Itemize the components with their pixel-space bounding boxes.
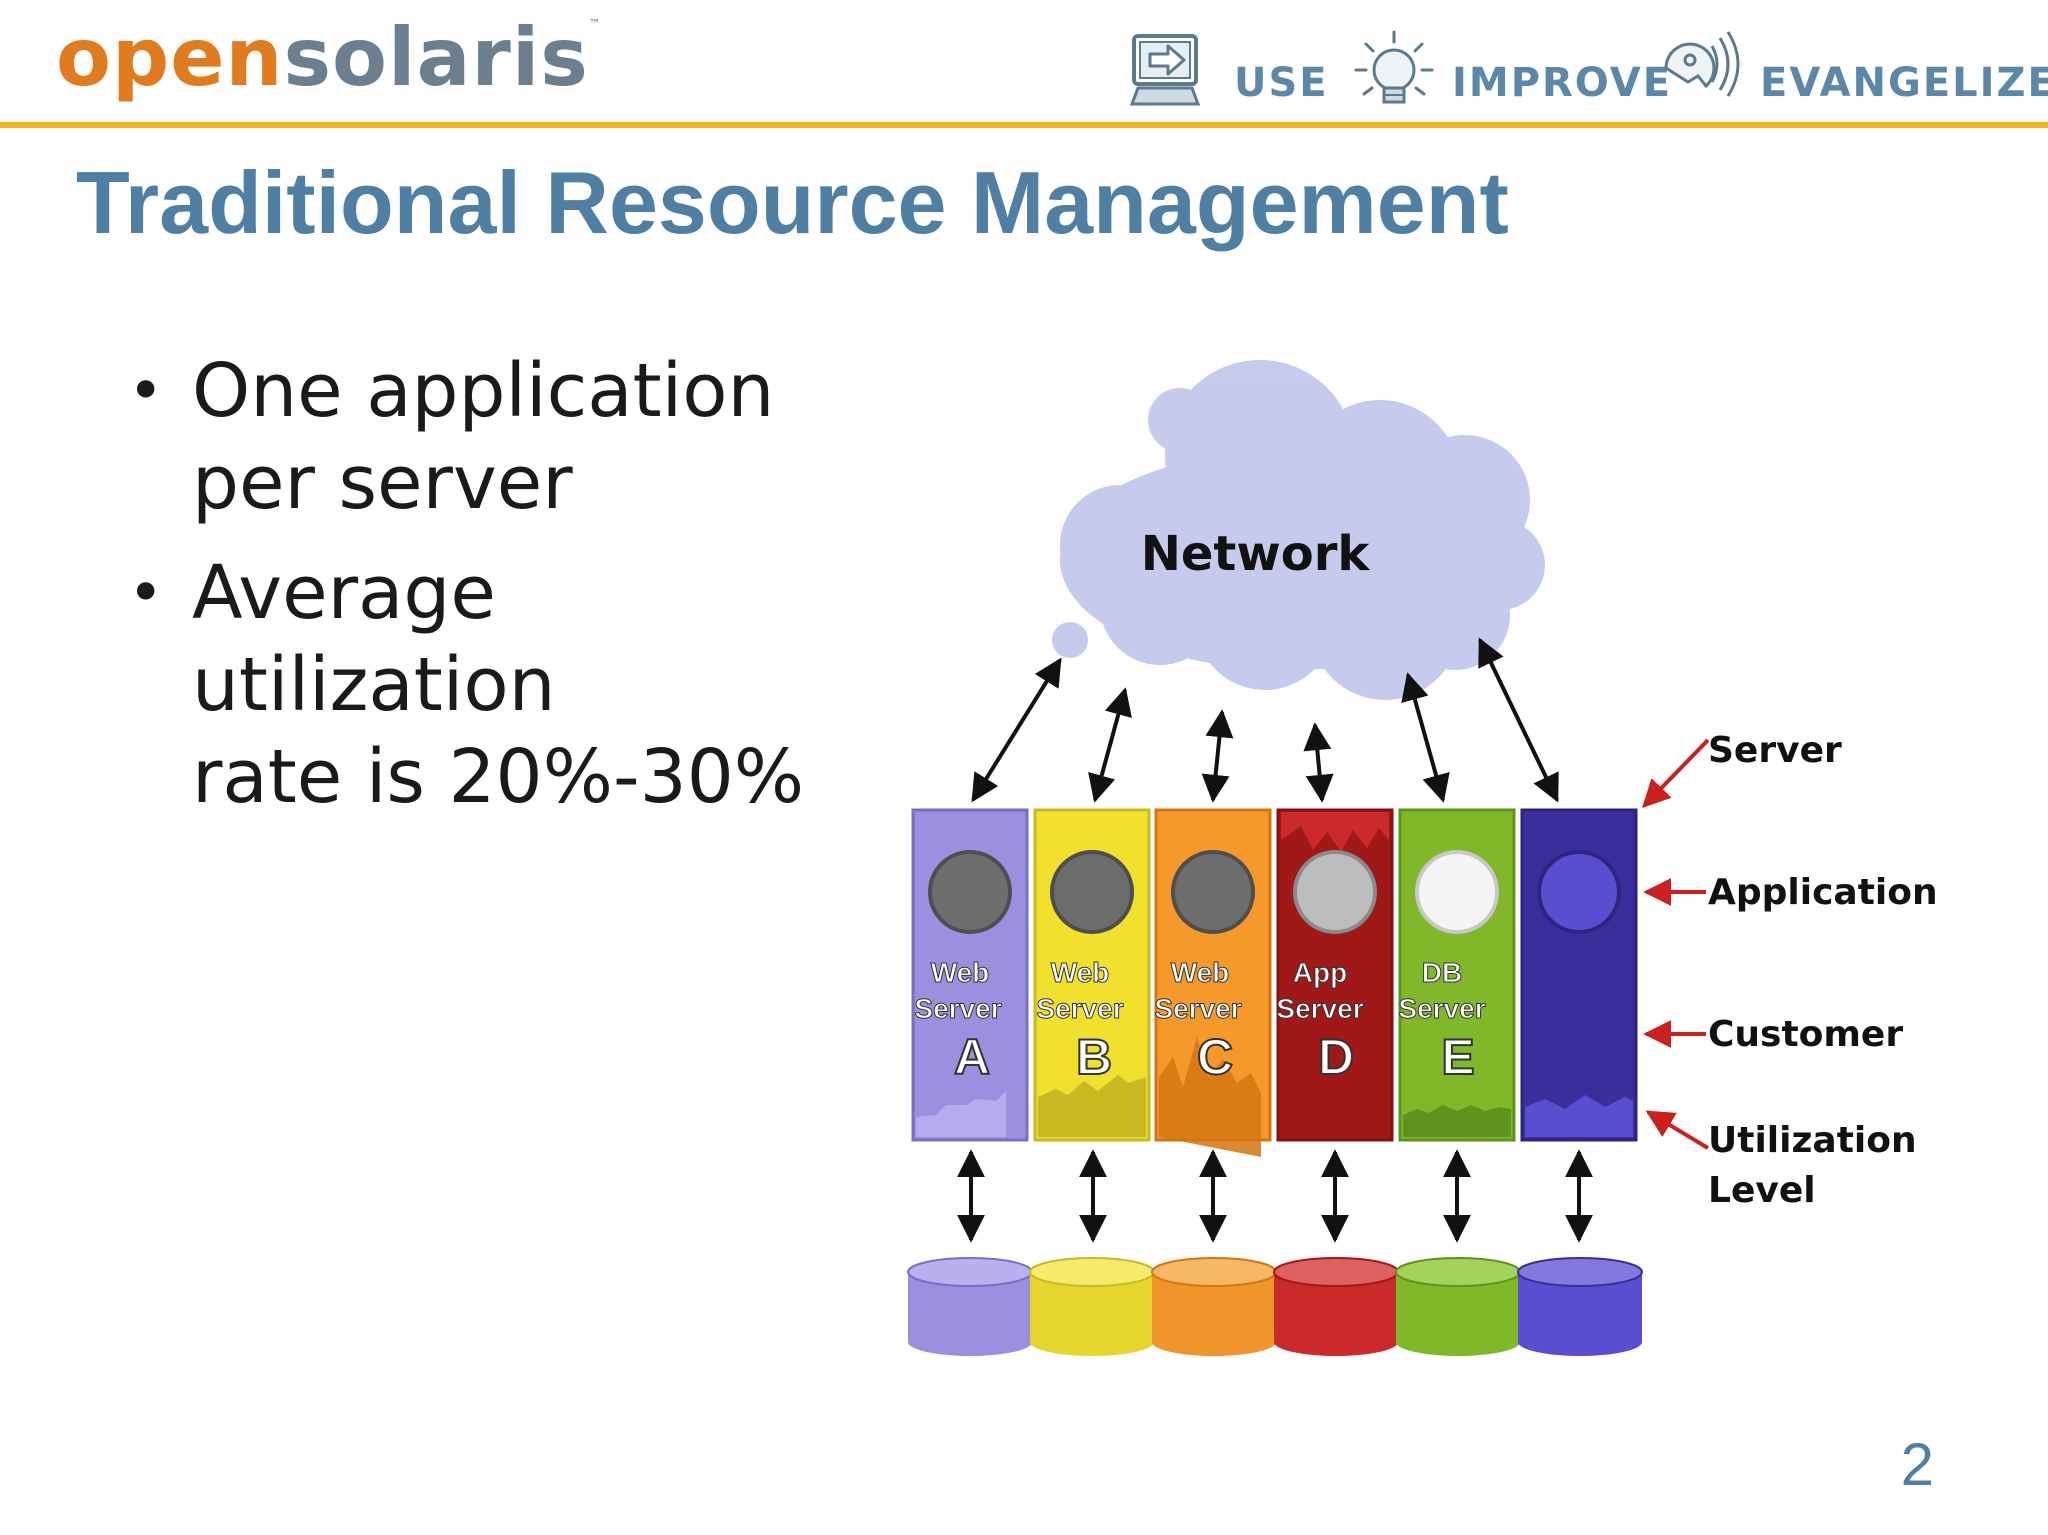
customer-cylinder-d (1273, 1257, 1399, 1356)
application-circle (1293, 850, 1377, 934)
bullet-line: One application (192, 348, 775, 434)
server-name-line1: DB (1422, 957, 1462, 988)
broadcast-head-icon (1664, 31, 1740, 97)
legend-arrows (1642, 738, 1710, 1150)
customer-arrows (957, 1149, 1593, 1243)
server-letter: D (1318, 1029, 1354, 1085)
nav-evangelize-label[interactable]: EVANGELIZE (1760, 60, 2048, 106)
slide-title: Traditional Resource Management (76, 153, 1509, 252)
application-circle (1415, 850, 1499, 934)
server-letter: E (1441, 1029, 1474, 1085)
server-name-line1: Web (931, 957, 990, 988)
network-label: Network (1141, 526, 1371, 582)
legend-label-utilization: Utilization (1708, 1120, 1917, 1161)
lightbulb-icon (1354, 30, 1434, 104)
server-name-line2: Server (1398, 993, 1485, 1024)
monitor-arrow-icon (1129, 34, 1201, 106)
server-letter: A (954, 1029, 990, 1085)
network-arrows (971, 637, 1559, 803)
customer-cylinder-e (1395, 1257, 1521, 1356)
server-name-line2: Server (1036, 993, 1123, 1024)
network-arrow-e (1401, 672, 1450, 803)
server-column-a: Web Server A (911, 808, 1029, 1142)
opensolaris-logo: opensolaris™ (56, 18, 602, 98)
bullet-dot: • (128, 558, 164, 628)
server-letter: C (1197, 1029, 1233, 1085)
legend-label-customer: Customer (1708, 1014, 1903, 1055)
customer-cylinder-f (1517, 1257, 1643, 1356)
network-arrow-d (1303, 722, 1334, 803)
customer-cylinder-a (907, 1257, 1033, 1356)
logo-trademark: ™ (588, 17, 602, 31)
network-cloud (1052, 360, 1545, 700)
network-arrow-f (1478, 637, 1559, 803)
bullet-dot: • (128, 356, 164, 426)
logo-solaris-text: solaris (283, 11, 589, 104)
application-circle (1050, 850, 1134, 934)
server-column-c: Web Server C (1154, 808, 1272, 1157)
network-arrow-b (1088, 687, 1132, 803)
network-arrow-a (971, 657, 1062, 803)
legend-label-server: Server (1708, 730, 1842, 771)
bullet-item: • One application per server (120, 345, 880, 529)
server-column-d: App Server D (1276, 808, 1394, 1142)
server-column-b: Web Server B (1033, 808, 1151, 1142)
application-circle (928, 850, 1012, 934)
server-name-line2: Server (914, 993, 1001, 1024)
server-name-line1: Web (1051, 957, 1110, 988)
network-arrow-c (1201, 709, 1234, 803)
legend-label-level: Level (1708, 1170, 1816, 1211)
customer-cylinders (907, 1257, 1643, 1356)
page-number: 2 (1900, 1431, 1934, 1498)
server-name-line2: Server (1276, 993, 1363, 1024)
application-circle (1171, 850, 1255, 934)
bullet-line: per server (192, 440, 573, 526)
application-circle (1537, 850, 1621, 934)
slide-header: opensolaris™ USE IMPROVE EVANGELIZE (0, 0, 2048, 128)
server-column-f (1520, 808, 1638, 1142)
legend-label-application: Application (1708, 872, 1938, 913)
bullet-line: Average utilization (192, 550, 556, 728)
server-column-e: DB Server E (1398, 808, 1516, 1142)
bullet-list: • One application per server • Average u… (120, 345, 880, 841)
legend-labels: Server Application Customer Utilization … (1708, 730, 1938, 1211)
bullet-line: rate is 20%-30% (192, 734, 805, 820)
server-name-line2: Server (1154, 993, 1241, 1024)
server-name-line1: Web (1171, 957, 1230, 988)
customer-cylinder-b (1029, 1257, 1155, 1356)
legend-arrow-utilization (1645, 1110, 1710, 1150)
nav-use-label[interactable]: USE (1234, 60, 1329, 106)
nav-improve-label[interactable]: IMPROVE (1452, 60, 1673, 106)
customer-cylinder-c (1151, 1257, 1277, 1356)
server-name-line1: App (1293, 957, 1347, 988)
header-rule (0, 122, 2048, 128)
server-row: Web Server A Web Server B Web Server C (911, 808, 1638, 1157)
server-letter: B (1076, 1029, 1112, 1085)
bullet-item: • Average utilization rate is 20%-30% (120, 547, 880, 823)
legend-arrow-server (1642, 738, 1710, 809)
logo-open-text: open (56, 11, 284, 104)
